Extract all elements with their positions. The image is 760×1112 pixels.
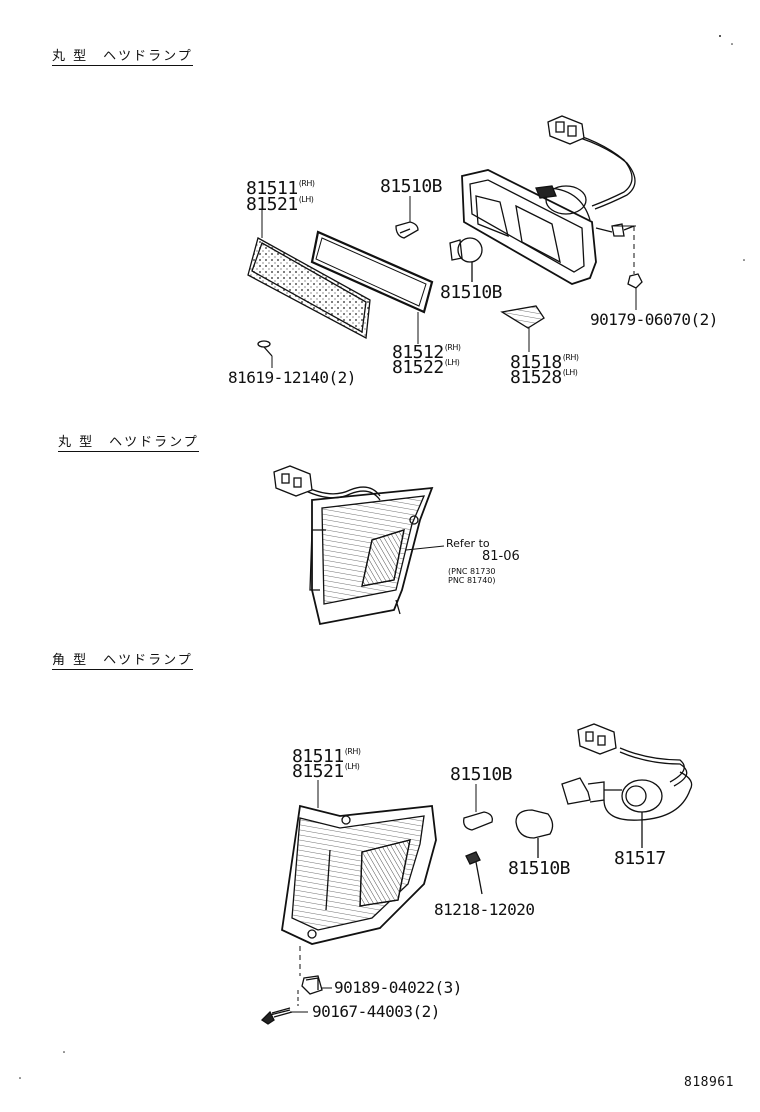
part-number-corner-lens-lh: 81521(LH): [292, 761, 360, 782]
part-number-corner-lens-rh: 81511(RH): [292, 746, 361, 767]
small-bulb-1: [395, 221, 419, 239]
part-number-bracket-rh: 81518(RH): [510, 352, 579, 373]
part-number-gasket-rh: 81512(RH): [392, 342, 461, 363]
socket-assembly-3: [561, 723, 693, 848]
side-lens-1: [247, 237, 371, 340]
screw-3: [260, 1007, 293, 1025]
part-number-screw-3: 90167-44003(2): [312, 1002, 440, 1021]
refer-pnc-2: PNC 81740): [448, 576, 496, 585]
small-bulb-3: [463, 811, 493, 831]
part-number-socket: 81517: [614, 848, 666, 869]
part-number-lens-rh: 81511(RH): [246, 178, 315, 199]
corner-lens-3: [281, 804, 437, 945]
part-number-screw-small: 81218-12020: [434, 900, 535, 919]
part-number-clip: 90189-04022(3): [334, 978, 462, 997]
corner-lamp-2: [309, 486, 434, 626]
wire-connector-2: [273, 465, 381, 501]
leaders-3: [290, 780, 477, 1013]
part-number-gasket-lh: 81522(LH): [392, 357, 460, 378]
part-number-nut: 90179-06070(2): [590, 310, 718, 329]
diagram-code: 818961: [684, 1075, 734, 1090]
clip-3: [301, 975, 323, 995]
screw-1: [257, 340, 273, 357]
part-number-large-bulb: 81510B: [440, 282, 503, 303]
section-heading-3: 角 型 ヘツドランプ: [52, 653, 193, 670]
leaders-1: [261, 196, 637, 368]
refer-to-label: Refer to: [446, 537, 490, 550]
refer-pnc-1: (PNC 81730: [448, 567, 496, 576]
part-number-lens-lh: 81521(LH): [246, 194, 314, 215]
part-number-small-bulb: 81510B: [380, 176, 443, 197]
section-1-drawing: [247, 115, 643, 368]
section-heading-2: 丸 型 ヘツドランプ: [58, 435, 199, 452]
section-3-drawing: [260, 723, 693, 1025]
section-heading-1: 丸 型 ヘツドランプ: [52, 49, 193, 66]
specks: [19, 35, 745, 1079]
section-2-drawing: [273, 465, 445, 626]
gasket-1: [310, 230, 434, 314]
part-number-bracket-lh: 81528(LH): [510, 367, 578, 388]
large-bulb-1: [449, 237, 483, 282]
part-number-large-bulb-3: 81510B: [508, 858, 571, 879]
part-number-small-bulb-3: 81510B: [450, 764, 513, 785]
wire-connector-1: [547, 115, 636, 210]
bracket-1: [500, 305, 545, 329]
housing-1: [461, 169, 635, 285]
refer-page: 81-06: [482, 549, 520, 564]
part-number-screw: 81619-12140(2): [228, 368, 356, 387]
nut-1: [627, 273, 643, 289]
screw-small-3: [465, 851, 483, 895]
large-bulb-3: [515, 809, 554, 858]
